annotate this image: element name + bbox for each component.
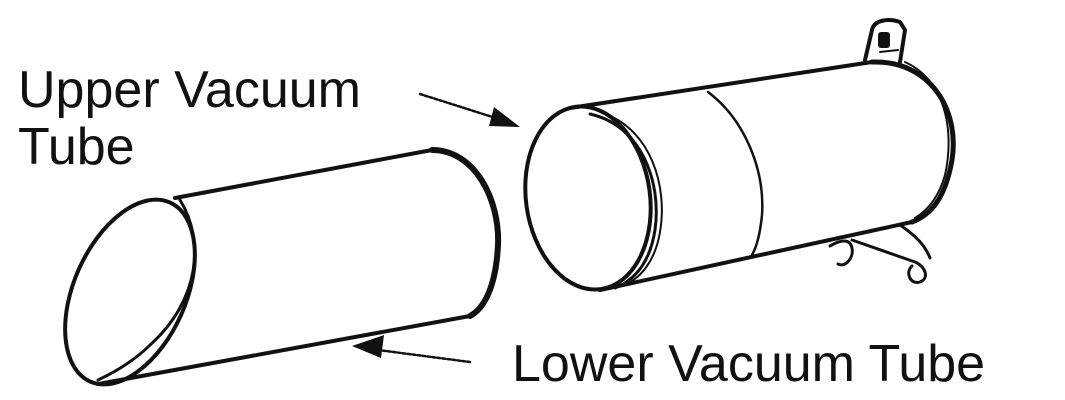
upper-tube-rim — [590, 114, 656, 288]
upper-vacuum-tube-label: Upper Vacuum Tube — [18, 62, 361, 176]
lower-tube-far-end — [432, 150, 498, 316]
upper-tube-rear-end — [872, 62, 953, 222]
lower-tube-inner-lip — [98, 200, 195, 380]
upper-tube-arrow — [420, 94, 520, 127]
upper-tube-lower-clip — [830, 225, 930, 282]
upper-label-line1: Upper Vacuum — [18, 62, 361, 119]
lower-vacuum-tube-label: Lower Vacuum Tube — [512, 336, 985, 393]
lower-tube-bottom-edge — [98, 316, 470, 384]
upper-label-line2: Tube — [18, 119, 361, 176]
upper-vacuum-tube — [514, 20, 953, 298]
upper-tube-top-edge — [570, 62, 872, 108]
upper-tube-seam — [708, 92, 762, 255]
upper-arrow-shaft — [420, 94, 502, 120]
lower-arrow-shaft — [378, 350, 470, 362]
lower-vacuum-tube — [39, 150, 498, 400]
upper-tube-tab-slot — [878, 32, 890, 48]
upper-arrow-head — [489, 107, 520, 127]
upper-tube-tab-detail — [880, 50, 898, 52]
lower-tube-arrow — [352, 335, 470, 362]
